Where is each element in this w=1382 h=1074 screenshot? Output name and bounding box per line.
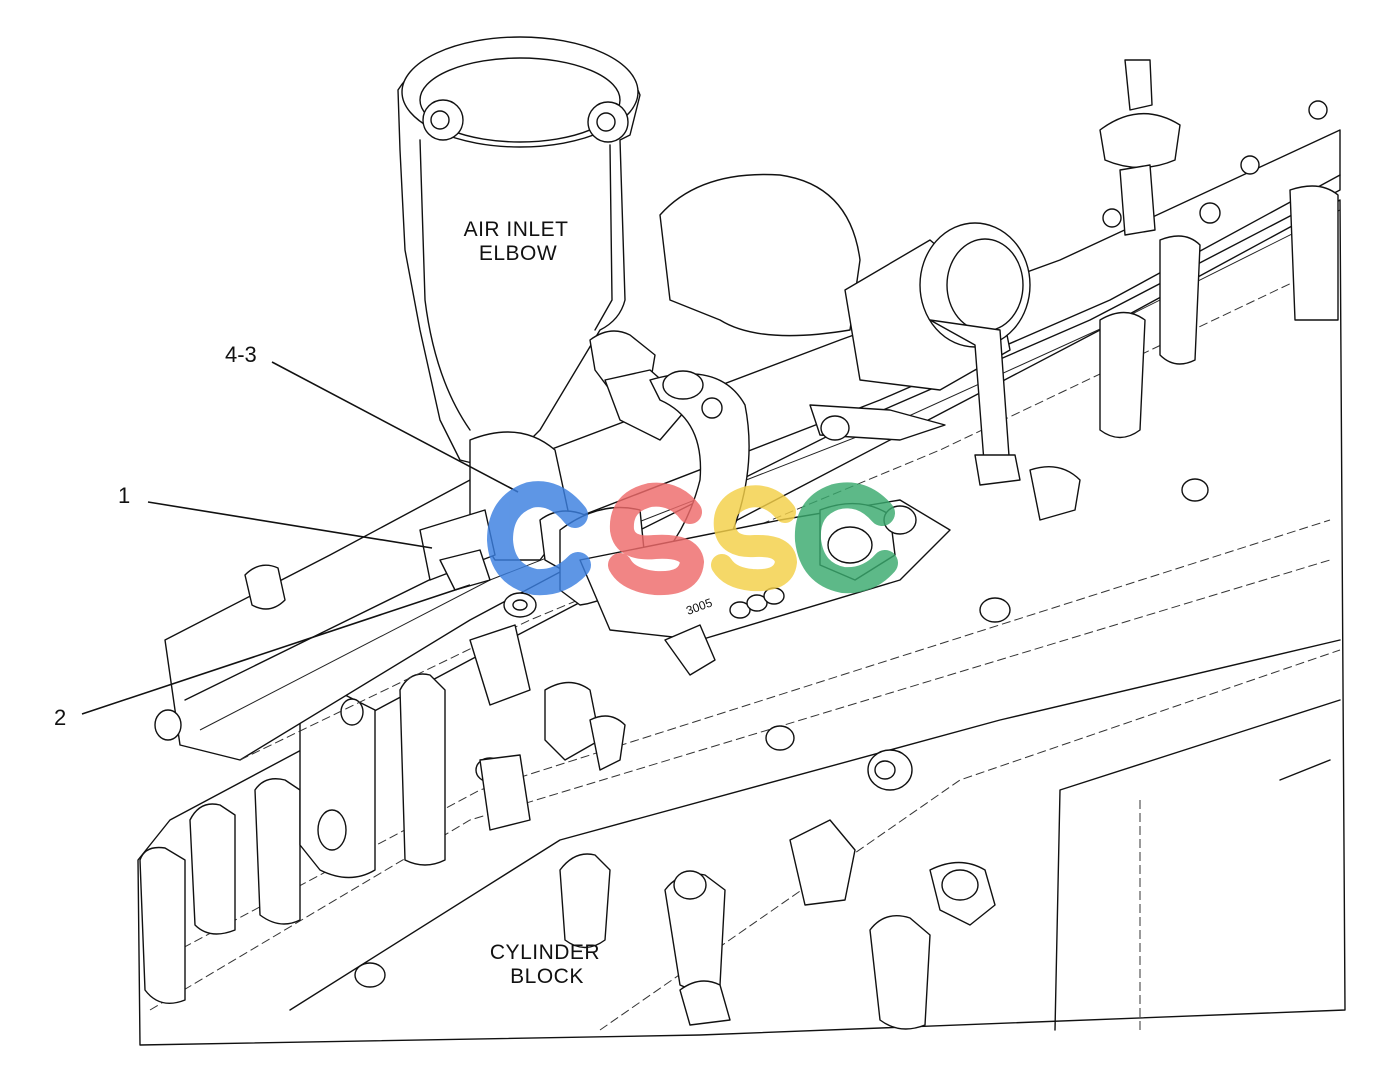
sensor-assembly: 3005 bbox=[419, 370, 951, 831]
leader-2 bbox=[81, 584, 471, 715]
callouts: 4-3 1 2 bbox=[54, 342, 257, 730]
region-labels: AIR INLET ELBOW CYLINDER BLOCK bbox=[464, 218, 600, 988]
callout-leaders bbox=[81, 361, 519, 715]
callout-2: 2 bbox=[54, 705, 66, 730]
cylinder-block-label-line1: CYLINDER bbox=[490, 941, 600, 964]
callout-4-3: 4-3 bbox=[225, 342, 257, 367]
watermark-letter-c-green bbox=[794, 482, 898, 594]
watermark-letter-c-blue bbox=[486, 481, 591, 596]
leader-4-3 bbox=[271, 361, 519, 493]
intake-pipe bbox=[659, 173, 1081, 521]
block-ribs bbox=[139, 478, 1209, 1030]
air-inlet-label-line1: AIR INLET bbox=[464, 218, 569, 241]
watermark-letter-s-yellow bbox=[711, 485, 798, 592]
callout-1: 1 bbox=[118, 483, 130, 508]
valve-cover bbox=[154, 59, 1341, 761]
leader-1 bbox=[147, 501, 433, 549]
watermark-letter-s-red bbox=[608, 482, 705, 596]
watermark-logo bbox=[486, 481, 898, 596]
air-inlet-elbow bbox=[397, 36, 691, 471]
cylinder-block-label-line2: BLOCK bbox=[510, 965, 584, 988]
air-inlet-label-line2: ELBOW bbox=[479, 242, 557, 265]
